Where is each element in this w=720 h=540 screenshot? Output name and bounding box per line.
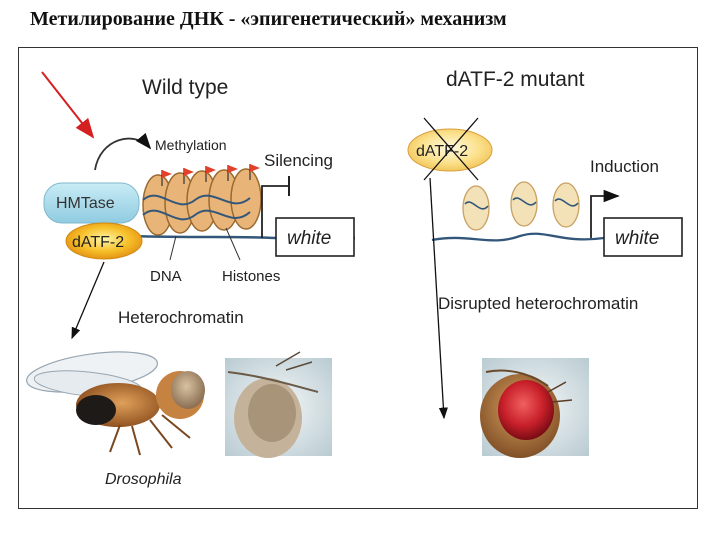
histone-coil — [510, 181, 538, 227]
methyl-flag — [205, 166, 216, 182]
silencing-label: Silencing — [264, 151, 333, 170]
induction-arrow — [590, 189, 620, 238]
induction-label: Induction — [590, 157, 659, 176]
cross-line — [423, 117, 479, 181]
methylation-arrow — [94, 132, 152, 171]
datf2-label-wild: dATF-2 — [72, 234, 124, 251]
dna-strand-wild — [129, 234, 355, 240]
wild-arrow — [71, 261, 105, 340]
white-gene-box-mutant — [603, 217, 683, 257]
nucleosome-array-wild — [142, 168, 262, 236]
dna-strand-mutant — [431, 232, 680, 242]
white-gene-label-wild: white — [287, 228, 331, 249]
white-gene-label-mutant: white — [615, 228, 659, 249]
histones-pointer — [225, 227, 241, 261]
drosophila-label: Drosophila — [105, 471, 182, 488]
hmtase-bubble — [43, 182, 140, 224]
silencing-symbol — [261, 185, 288, 238]
methylation-label: Methylation — [155, 137, 227, 153]
heterochromatin-label: Heterochromatin — [118, 308, 244, 327]
nucleosome-array-mutant — [462, 181, 580, 231]
disrupted-heterochromatin-label: Disrupted heterochromatin — [438, 294, 638, 313]
hmtase-label: HMTase — [56, 195, 115, 212]
methyl-flags — [161, 164, 260, 186]
slide-title: Метилирование ДНК - «эпигенетический» ме… — [30, 8, 507, 30]
wild-type-heading: Wild type — [142, 76, 228, 99]
mutant-heading: dATF-2 mutant — [446, 68, 585, 91]
dna-label: DNA — [150, 268, 182, 285]
methyl-flag — [227, 165, 238, 181]
methyl-flag — [183, 168, 194, 184]
methyl-flag — [249, 164, 260, 180]
histone-coil — [462, 185, 490, 231]
histone-coil — [230, 168, 262, 230]
wild-type-fly-illustration — [25, 351, 205, 456]
mutant-arrow — [429, 177, 448, 420]
datf2-label-mutant: dATF-2 — [416, 143, 468, 160]
datf2-oval-wild — [65, 222, 143, 260]
mutant-eye-photo — [480, 358, 589, 458]
wild-type-eye-photo — [225, 351, 332, 458]
dna-pointer — [169, 235, 177, 261]
histone-coil — [552, 182, 580, 228]
methyl-flag — [161, 170, 172, 186]
white-gene-box-wild — [275, 217, 355, 257]
histones-label: Histones — [222, 268, 280, 285]
pointer-arrow — [41, 71, 95, 139]
